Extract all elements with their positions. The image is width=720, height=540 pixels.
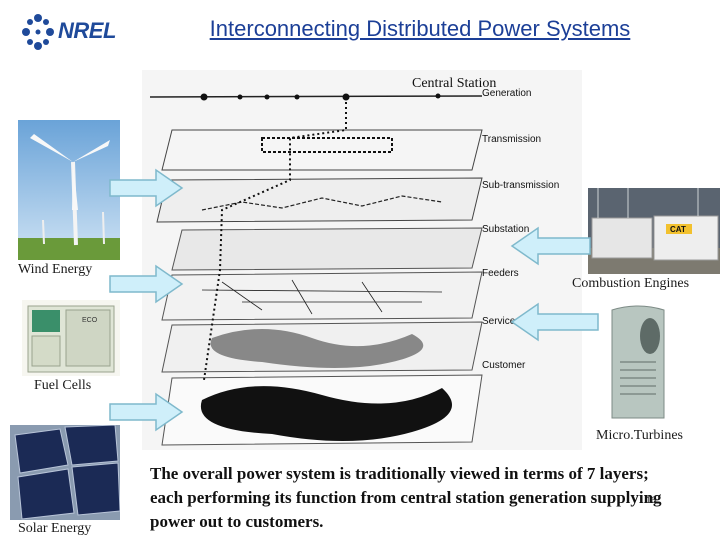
layers-graphic xyxy=(149,93,483,446)
fuel-cells-caption: Fuel Cells xyxy=(34,378,92,393)
central-station-label: Central Station xyxy=(412,76,497,91)
fuel-cell-eco-badge: ECO xyxy=(82,317,98,324)
arrow-right-icon xyxy=(109,264,184,304)
combustion-engines-caption: Combustion Engines xyxy=(572,276,690,291)
page-title: Interconnecting Distributed Power System… xyxy=(209,16,631,41)
solar-panels-photo xyxy=(10,425,120,520)
micro-turbine-photo xyxy=(598,302,678,424)
arrow-left-icon xyxy=(510,302,599,342)
arrow-right-icon xyxy=(109,392,184,432)
layer-service-label: Service xyxy=(482,316,516,327)
micro-turbines-caption: Micro.Turbines xyxy=(596,428,683,443)
layer-transmission-label: Transmission xyxy=(482,134,542,145)
nrel-logo: NREL xyxy=(20,12,130,52)
power-system-layers-diagram: Central Station Generation Transmission … xyxy=(142,70,582,450)
description-text: The overall power system is traditionall… xyxy=(150,464,662,531)
solar-energy-caption: Solar Energy xyxy=(18,521,92,536)
nrel-emblem-icon xyxy=(22,14,54,50)
engine-cat-badge: CAT xyxy=(670,225,686,234)
arrow-right-icon xyxy=(109,168,184,208)
layer-customer-label: Customer xyxy=(482,360,526,371)
layer-substation-label: Substation xyxy=(482,224,530,235)
page-number: 16 xyxy=(646,495,657,505)
combustion-engines-photo: CAT xyxy=(588,188,720,274)
logo-text: NREL xyxy=(58,18,116,43)
fuel-cell-photo: ECO xyxy=(22,300,120,376)
layer-subtransmission-label: Sub-transmission xyxy=(482,180,560,191)
wind-energy-caption: Wind Energy xyxy=(18,262,93,277)
layer-generation-label: Generation xyxy=(482,88,532,99)
layer-feeders-label: Feeders xyxy=(482,268,519,279)
arrow-left-icon xyxy=(510,226,591,266)
wind-turbines-photo xyxy=(18,120,120,260)
